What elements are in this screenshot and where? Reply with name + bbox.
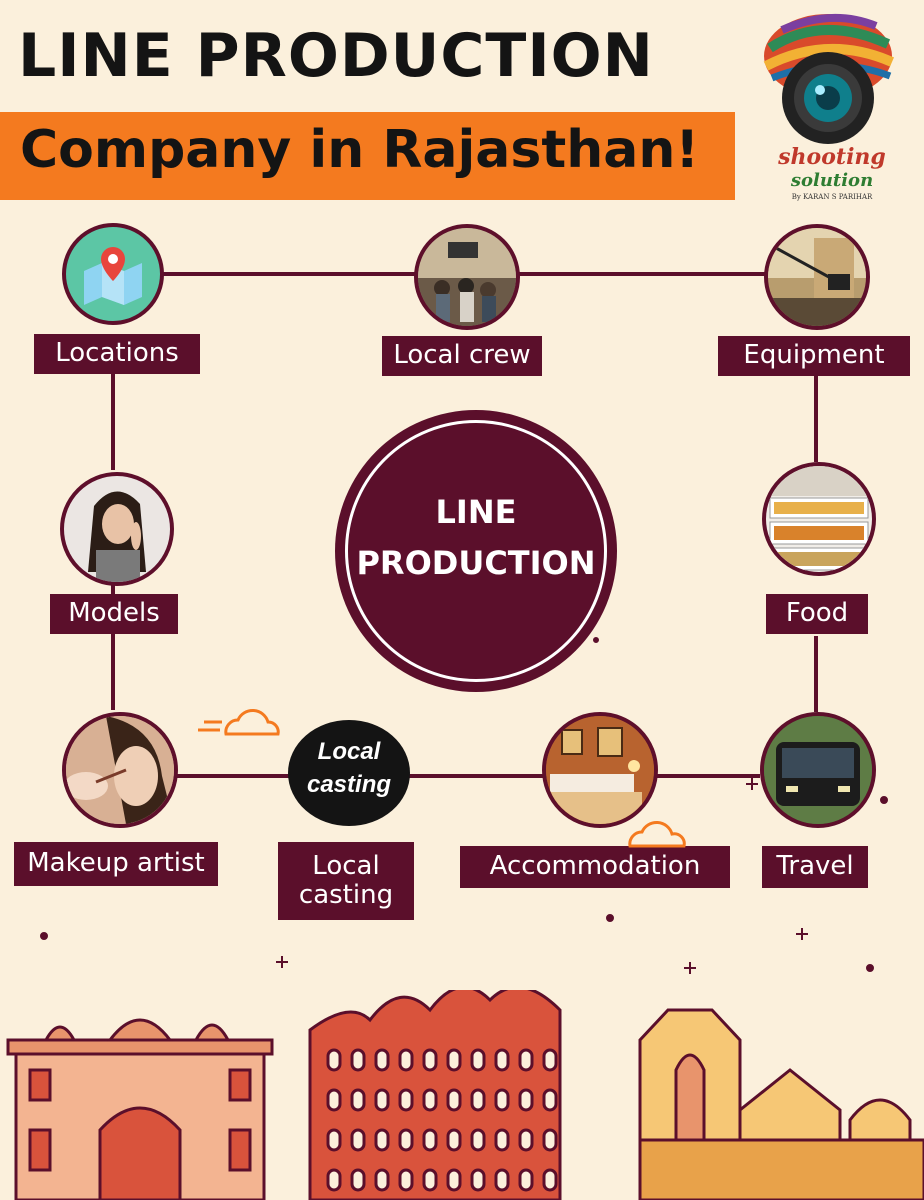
center-title-line1: LINE — [435, 493, 517, 531]
headline: LINE PRODUCTION — [18, 21, 654, 91]
label-equipment: Equipment — [718, 336, 910, 376]
label-food: Food — [766, 594, 868, 634]
logo-byline: By KARAN S PARIHAR — [791, 193, 873, 201]
casting-badge-text-1: Local — [317, 738, 381, 765]
label-local-casting-line1: Local — [312, 850, 380, 881]
label-local-crew: Local crew — [382, 336, 542, 376]
brand-logo: shooting solution By KARAN S PARIHAR — [752, 8, 912, 208]
logo-text-solution: solution — [790, 170, 874, 191]
model-portrait-icon — [60, 472, 174, 586]
locations-icon — [62, 223, 164, 325]
center-title-line2: PRODUCTION — [356, 544, 596, 582]
makeup-artist-photo-icon — [62, 712, 178, 828]
center-circle-ring — [345, 420, 607, 682]
subheadline: Company in Rajasthan! — [20, 120, 700, 180]
label-models: Models — [50, 594, 178, 634]
label-local-casting-line2: casting — [298, 880, 394, 910]
headline-banner — [0, 112, 735, 200]
label-travel: Travel — [762, 846, 868, 888]
local-casting-badge — [288, 720, 410, 826]
camera-crane-photo-icon — [764, 224, 870, 330]
film-crew-photo-icon — [414, 224, 520, 330]
label-local-casting: Local casting — [278, 842, 414, 920]
logo-text-shooting: shooting — [778, 144, 886, 170]
jaipur-skyline-illustration — [6, 990, 924, 1200]
label-accommodation: Accommodation — [460, 846, 730, 888]
casting-badge-text-2: casting — [306, 771, 392, 798]
turban-camera-icon — [763, 14, 895, 144]
bus-photo-icon — [760, 712, 876, 828]
food-buffet-photo-icon — [762, 462, 876, 576]
label-makeup-artist: Makeup artist — [14, 842, 218, 886]
label-locations: Locations — [34, 334, 200, 374]
hotel-room-photo-icon — [542, 712, 658, 828]
